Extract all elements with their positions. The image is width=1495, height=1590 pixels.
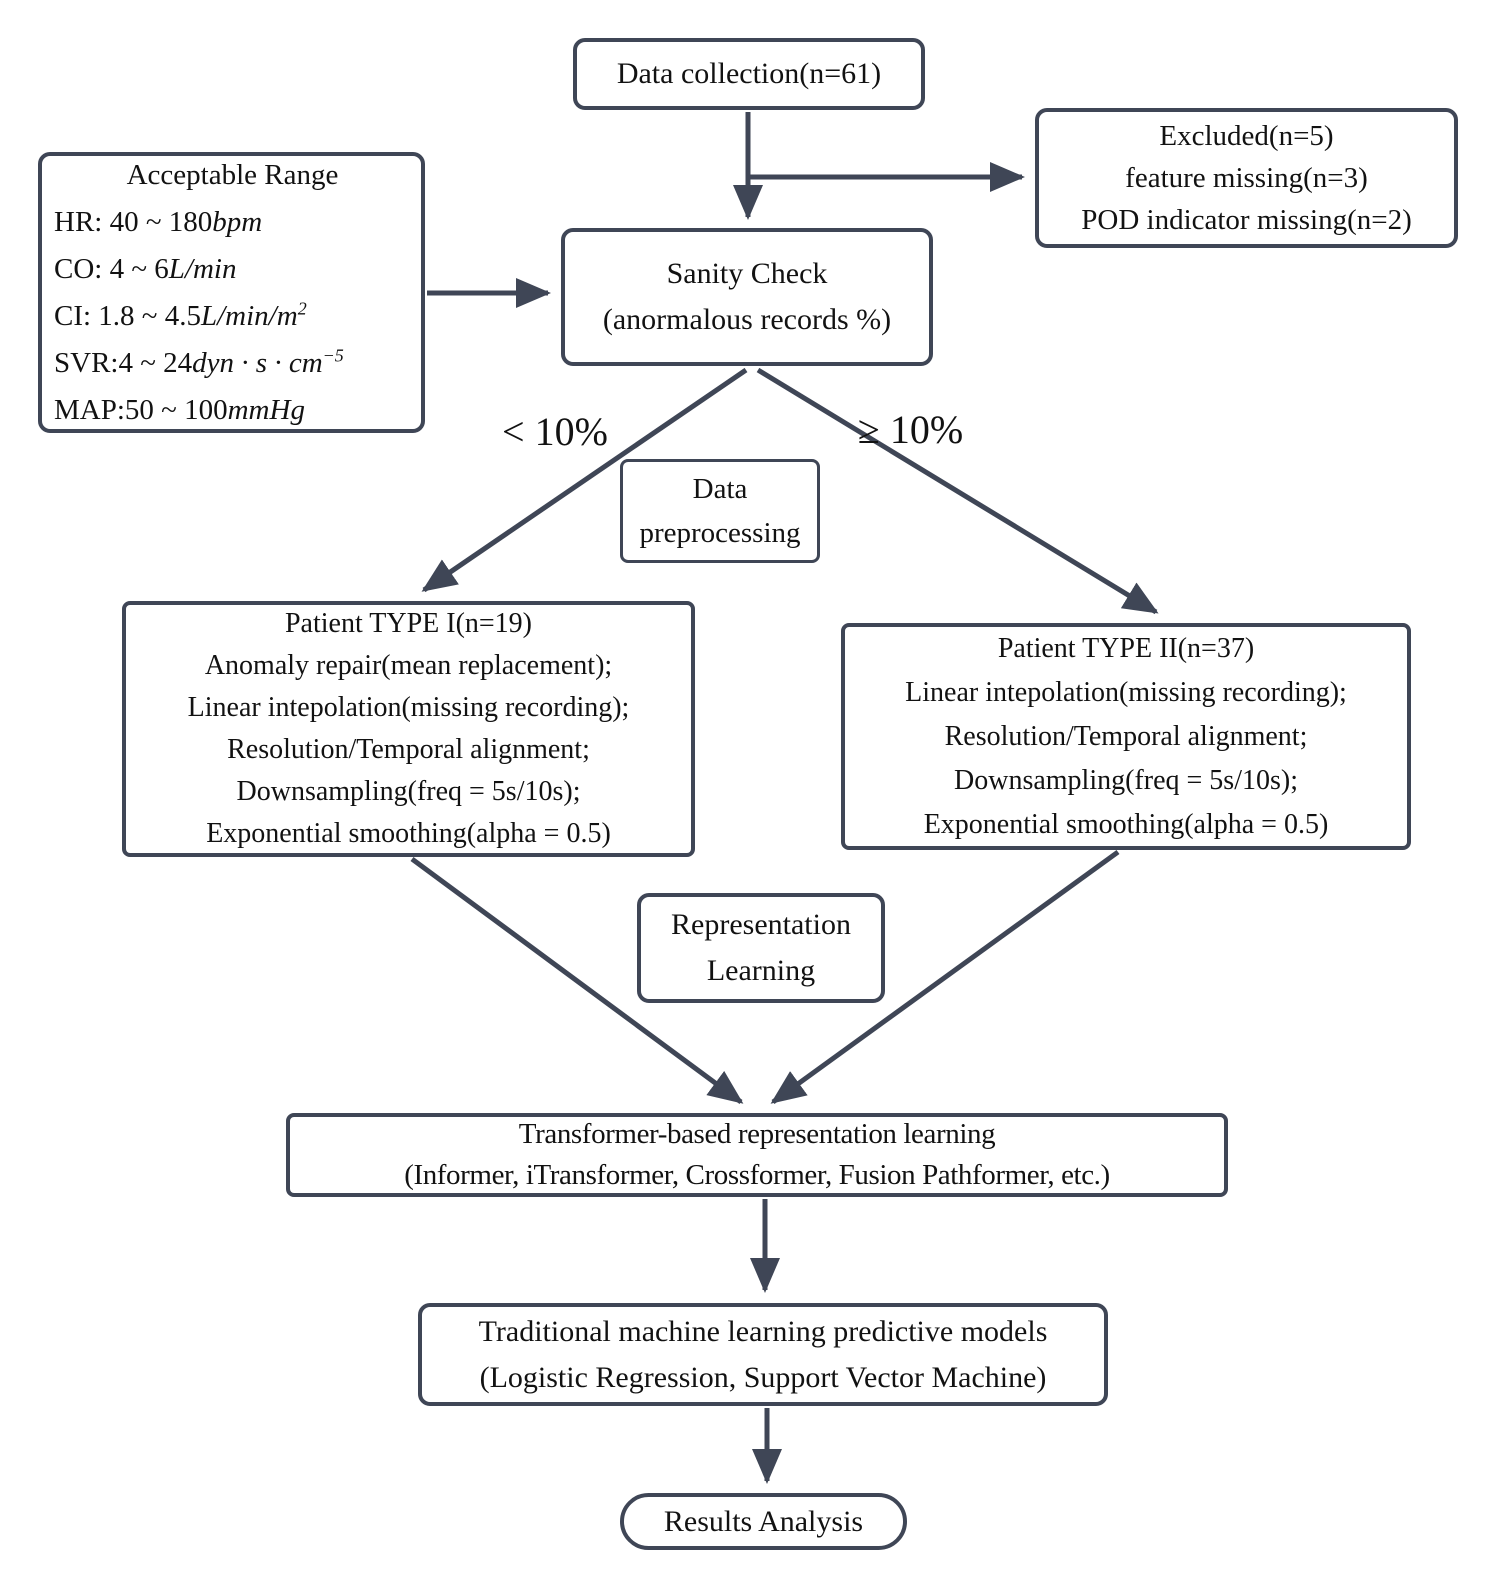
- branch-label-ge-10: ≥ 10%: [857, 407, 964, 452]
- node-traditional-ml-models: Traditional machine learning predictive …: [418, 1303, 1108, 1406]
- node-line: Excluded(n=5): [1159, 120, 1334, 152]
- node-patient-type-2: Patient TYPE II(n=37) Linear intepolation…: [841, 623, 1411, 850]
- node-line: (anormalous records %): [602, 303, 892, 336]
- node-transformer-representation-learning: Transformer-based representation learnin…: [286, 1113, 1228, 1197]
- node-line-segment: dyn · s · cm: [192, 346, 323, 379]
- node-line-segment: −5: [322, 344, 344, 365]
- node-line: Resolution/Temporal alignment;: [227, 734, 590, 765]
- node-line: Transformer-based representation learnin…: [518, 1118, 996, 1150]
- node-text: Patient TYPE I(n=19) Anomaly repair(mean …: [188, 603, 630, 855]
- node-line: HR: 40 ~ 180bpm: [54, 199, 411, 246]
- node-text: Traditional machine learning predictive …: [479, 1309, 1048, 1401]
- node-results-analysis: Results Analysis: [620, 1493, 907, 1550]
- node-line-segment: bpm: [212, 205, 263, 238]
- node-line: Learning: [706, 954, 816, 987]
- node-label: Results Analysis: [663, 1504, 864, 1538]
- node-line-segment: L/min: [168, 252, 237, 285]
- node-line: MAP:50 ~ 100mmHg: [54, 387, 411, 434]
- node-line: (Logistic Regression, Support Vector Mac…: [479, 1360, 1047, 1394]
- node-line: CI: 1.8 ~ 4.5L/min/m2: [54, 293, 411, 340]
- node-title: Acceptable Range: [126, 158, 339, 191]
- node-text: Excluded(n=5) feature missing(n=3) POD ind…: [1081, 115, 1412, 241]
- node-line: feature missing(n=3): [1125, 162, 1368, 194]
- node-line: preprocessing: [639, 517, 801, 549]
- node-line-segment: SVR:4 ~ 24: [54, 346, 193, 379]
- node-line: Traditional machine learning predictive …: [478, 1314, 1048, 1348]
- node-text: Patient TYPE II(n=37) Linear intepolation…: [905, 627, 1347, 847]
- node-line: Linear intepolation(missing recording);: [905, 676, 1347, 708]
- node-line: Downsampling(freq = 5s/10s);: [954, 764, 1298, 796]
- node-text: Transformer-based representation learnin…: [404, 1114, 1110, 1196]
- node-line: (Informer, iTransformer, Crossformer, Fu…: [404, 1159, 1110, 1191]
- branch-label-lt-10: < 10%: [502, 409, 608, 454]
- node-line: Patient TYPE II(n=37): [997, 632, 1255, 664]
- node-line-segment: 2: [297, 297, 307, 318]
- node-text: Data preprocessing: [639, 467, 800, 555]
- node-line: Exponential smoothing(alpha = 0.5): [206, 818, 611, 849]
- node-line: Resolution/Temporal alignment;: [944, 720, 1308, 752]
- node-line: Sanity Check: [666, 257, 828, 290]
- node-line: Downsampling(freq = 5s/10s);: [236, 776, 581, 807]
- node-patient-type-1: Patient TYPE I(n=19) Anomaly repair(mean …: [122, 601, 695, 857]
- node-line-segment: CI: 1.8 ~ 4.5: [54, 299, 201, 332]
- node-line-segment: L/min/m: [201, 299, 298, 332]
- node-line: Patient TYPE I(n=19): [284, 608, 533, 639]
- node-line-segment: HR: 40 ~ 180: [54, 205, 213, 238]
- node-line: Exponential smoothing(alpha = 0.5): [923, 808, 1329, 840]
- node-sanity-check: Sanity Check (anormalous records %): [561, 228, 933, 366]
- node-data-collection: Data collection(n=61): [573, 38, 925, 110]
- node-text: Sanity Check (anormalous records %): [603, 251, 891, 343]
- node-line: Linear intepolation(missing recording);: [187, 692, 630, 723]
- node-data-preprocessing: Data preprocessing: [620, 459, 820, 563]
- node-line: POD indicator missing(n=2): [1081, 204, 1412, 236]
- node-line: Data: [692, 473, 748, 505]
- node-label: Data collection(n=61): [616, 57, 882, 91]
- node-excluded: Excluded(n=5) feature missing(n=3) POD ind…: [1035, 108, 1458, 248]
- node-line-segment: MAP:50 ~ 100: [54, 393, 228, 426]
- node-line: SVR:4 ~ 24dyn · s · cm−5: [54, 340, 411, 387]
- node-line: CO: 4 ~ 6L/min: [54, 246, 411, 293]
- node-line: Representation: [671, 908, 851, 941]
- node-line-segment: CO: 4 ~ 6: [54, 252, 169, 285]
- node-line: Anomaly repair(mean replacement);: [204, 650, 613, 681]
- node-line-segment: mmHg: [227, 393, 305, 426]
